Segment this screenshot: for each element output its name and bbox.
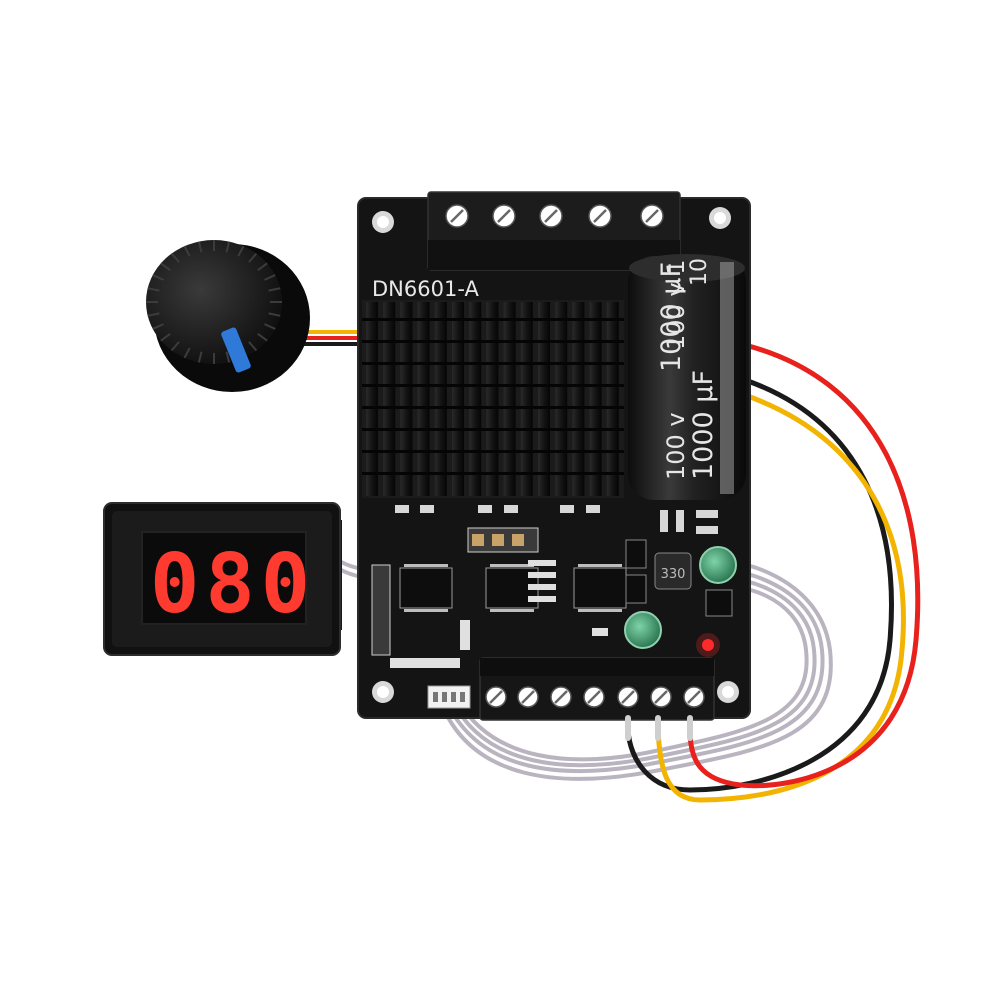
capacitor-label-1: 1000 µF: [688, 370, 719, 480]
heatsink-fin: [555, 302, 568, 496]
knob-ridge: [248, 252, 258, 263]
heatsink-fin: [417, 302, 430, 496]
knob-ridge: [197, 351, 203, 363]
heatsink-groove: [362, 362, 624, 365]
smd-components: 330: [371, 505, 737, 709]
knob-ridge: [257, 262, 268, 272]
knob-ridge: [264, 274, 276, 281]
voltmeter-reading: 080: [150, 537, 316, 632]
heatsink-groove: [362, 450, 624, 453]
knob-ridge: [147, 312, 160, 317]
knob-ridge: [147, 287, 160, 292]
led-voltmeter: 080: [103, 502, 342, 656]
tri-color-wire-loop: [625, 342, 921, 803]
heatsink-fin: [469, 302, 482, 496]
knob-ridge: [183, 245, 191, 257]
heatsink-fin: [538, 302, 550, 496]
heatsink-fin: [366, 302, 378, 496]
heatsink-fin: [452, 302, 464, 496]
heatsink-fin: [520, 302, 533, 496]
heatsink-fin: [400, 302, 413, 496]
bottom-screw-terminal: [479, 657, 715, 741]
heatsink-fin: [606, 302, 619, 496]
heatsink-fin: [589, 302, 602, 496]
knob-ridge: [152, 274, 164, 281]
knob-ridge: [268, 312, 281, 317]
heatsink: [362, 300, 624, 498]
heatsink-fin: [434, 302, 447, 496]
potentiometer-wires: [300, 330, 365, 346]
knob-ridge: [264, 323, 276, 330]
top-screw-terminal: [427, 191, 681, 271]
heatsink-groove: [362, 318, 624, 321]
heatsink-groove: [362, 384, 624, 387]
knob-ridge: [170, 252, 180, 263]
heatsink-fin: [383, 302, 396, 496]
heatsink-groove: [362, 472, 624, 475]
knob-ridge: [225, 351, 231, 363]
potentiometer-knob: [146, 240, 310, 392]
knob-ridge: [268, 287, 281, 292]
electrolytic-capacitor: 1000 µF 100 v 100 v 1 1000 µF 10: [628, 254, 746, 500]
knob-ridge: [170, 341, 180, 352]
capacitor-label-3: 1000 µF: [656, 262, 687, 372]
capacitor-label-4: 100 v 1: [662, 259, 690, 350]
board-model-label: DN6601-A: [372, 277, 479, 301]
knob-ridge: [160, 332, 171, 342]
knob-ridge: [257, 332, 268, 342]
knob-ridge: [248, 341, 258, 352]
knob-ridge: [183, 347, 191, 359]
knob-ridge: [225, 241, 231, 253]
knob-ridge: [197, 241, 203, 253]
knob-ridge: [160, 262, 171, 272]
heatsink-groove: [362, 406, 624, 409]
heatsink-groove: [362, 428, 624, 431]
heatsink-groove: [362, 340, 624, 343]
knob-ridge: [237, 245, 245, 257]
heatsink-fin: [572, 302, 585, 496]
knob-ridge: [152, 323, 164, 330]
heatsink-fin: [503, 302, 516, 496]
capacitor-label-2: 100 v: [662, 412, 690, 480]
heatsink-fin: [486, 302, 499, 496]
inductor-marking: 330: [661, 567, 686, 582]
capacitor-label-top: 10: [687, 258, 712, 286]
